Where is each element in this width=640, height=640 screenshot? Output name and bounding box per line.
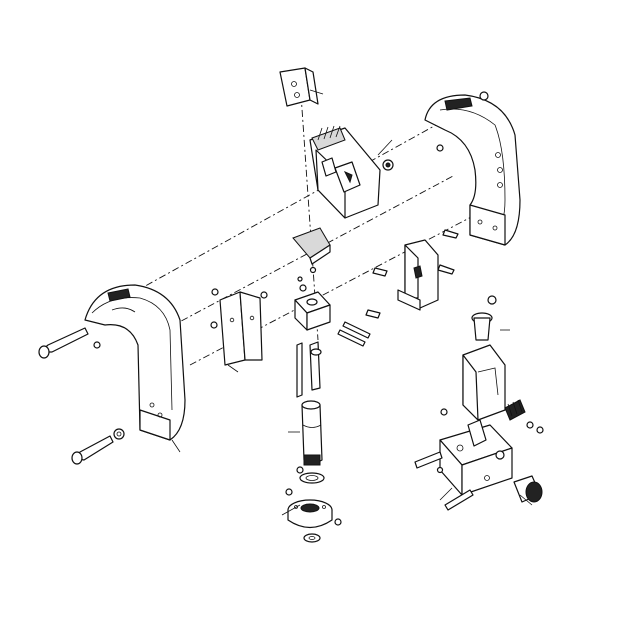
bearing-ring xyxy=(285,466,325,496)
bottom-flange-disc xyxy=(287,499,342,543)
main-shaft xyxy=(288,400,323,466)
small-bracket-plate xyxy=(279,67,324,107)
long-bolt-upper xyxy=(38,327,89,359)
wedge-block xyxy=(292,227,331,274)
callout-leaders xyxy=(171,329,533,516)
front-plates xyxy=(210,288,268,366)
dowel-pins xyxy=(337,229,459,347)
square-mounting-block xyxy=(294,276,331,331)
right-side-arm xyxy=(424,91,521,246)
guide-bracket xyxy=(397,239,439,311)
shoulder-pin xyxy=(439,487,474,511)
left-side-arm xyxy=(84,284,186,441)
adjuster-knob xyxy=(513,475,543,503)
vertical-rods xyxy=(296,341,322,398)
long-bolt-lower xyxy=(71,428,125,465)
base-block xyxy=(414,419,513,496)
spring-coil xyxy=(317,125,341,141)
triangular-support-bracket xyxy=(440,295,544,434)
assembly-axis-lines xyxy=(119,79,476,366)
cam-mechanism-housing xyxy=(309,125,394,219)
spring-coil-right xyxy=(504,399,526,421)
